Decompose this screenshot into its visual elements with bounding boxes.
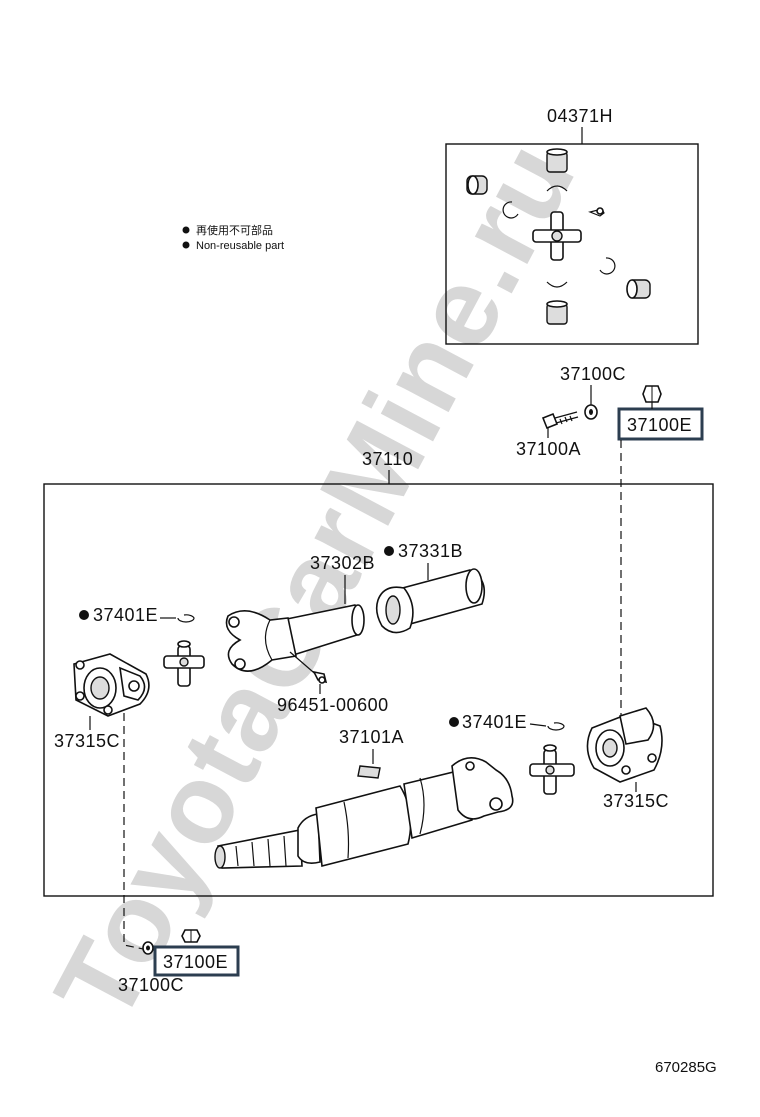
grease-fitting	[289, 651, 328, 684]
figure-number: 670285G	[655, 1059, 717, 1076]
kit-frame	[445, 143, 699, 345]
callout-37100E-top[interactable]: 37100E	[617, 407, 704, 441]
alignment-line-left	[123, 700, 149, 951]
callout-37302B[interactable]: 37302B	[310, 553, 375, 573]
callout-37101A[interactable]: 37101A	[339, 727, 404, 747]
callout-37100E-bottom[interactable]: 37100E	[153, 945, 240, 977]
snap-ring	[546, 185, 568, 192]
legend: 再使用不可部品 Non-reusable part	[182, 223, 284, 252]
legend-line-1: 再使用不可部品	[196, 223, 273, 237]
callout-37401E-rear-label[interactable]: 37401E	[462, 712, 527, 732]
bearing-cup-left	[466, 175, 488, 195]
bolt-top	[541, 411, 579, 430]
bearing-cup-bottom	[546, 300, 568, 325]
dust-boot	[375, 568, 486, 634]
callout-37100E-top-label[interactable]: 37100E	[627, 415, 692, 435]
watermark: ToyotaCarMine.ru	[31, 121, 599, 1041]
callout-37401E-front-label[interactable]: 37401E	[93, 605, 158, 625]
nut-bottom	[181, 929, 201, 943]
callout-37110[interactable]: 37110	[362, 449, 413, 469]
flange-yoke-left	[73, 653, 150, 717]
assembly-frame	[43, 483, 714, 897]
callout-37100E-bottom-label[interactable]: 37100E	[163, 952, 228, 972]
washer-bottom	[142, 941, 154, 955]
callout-37100A[interactable]: 37100A	[516, 439, 581, 459]
spider-cross	[532, 211, 582, 261]
callout-37331B[interactable]: 37331B	[384, 541, 463, 561]
callout-37315C-right[interactable]: 37315C	[603, 791, 669, 811]
non-reusable-bullet-icon	[79, 610, 89, 620]
bearing-cup-right	[626, 279, 651, 299]
callout-37401E-rear[interactable]: 37401E	[449, 712, 527, 732]
snap-ring	[502, 201, 519, 219]
balance-weight	[357, 765, 381, 779]
spider-front	[163, 640, 205, 687]
callout-37331B-label[interactable]: 37331B	[398, 541, 463, 561]
callout-96451-00600[interactable]: 96451-00600	[277, 695, 389, 715]
grease-fitting-small	[588, 207, 605, 217]
universal-joint-kit	[466, 148, 651, 325]
snap-ring	[599, 257, 616, 275]
flange-yoke-right	[586, 707, 663, 783]
callout-37100C-bottom[interactable]: 37100C	[118, 975, 184, 995]
bearing-cup-top	[546, 148, 568, 173]
snap-ring-rear	[547, 722, 565, 731]
spider-rear	[529, 744, 575, 795]
kit-callout-04371H[interactable]: 04371H	[547, 106, 613, 144]
callout-04371H[interactable]: 04371H	[547, 106, 613, 126]
washer-top	[584, 404, 598, 420]
non-reusable-bullet-icon	[449, 717, 459, 727]
legend-line-2: Non-reusable part	[196, 240, 284, 252]
callout-37401E-front[interactable]: 37401E	[79, 605, 158, 625]
callout-37315C-left[interactable]: 37315C	[54, 731, 120, 751]
callout-37100C-top[interactable]: 37100C	[560, 364, 626, 384]
non-reusable-bullet-icon	[384, 546, 394, 556]
propeller-shaft	[214, 757, 514, 869]
legend-bullet-icon	[182, 226, 190, 234]
snap-ring-front	[177, 614, 195, 623]
nut-top	[642, 385, 662, 403]
sleeve-yoke	[225, 604, 365, 672]
legend-bullet-icon	[182, 241, 190, 249]
snap-ring	[546, 281, 568, 288]
